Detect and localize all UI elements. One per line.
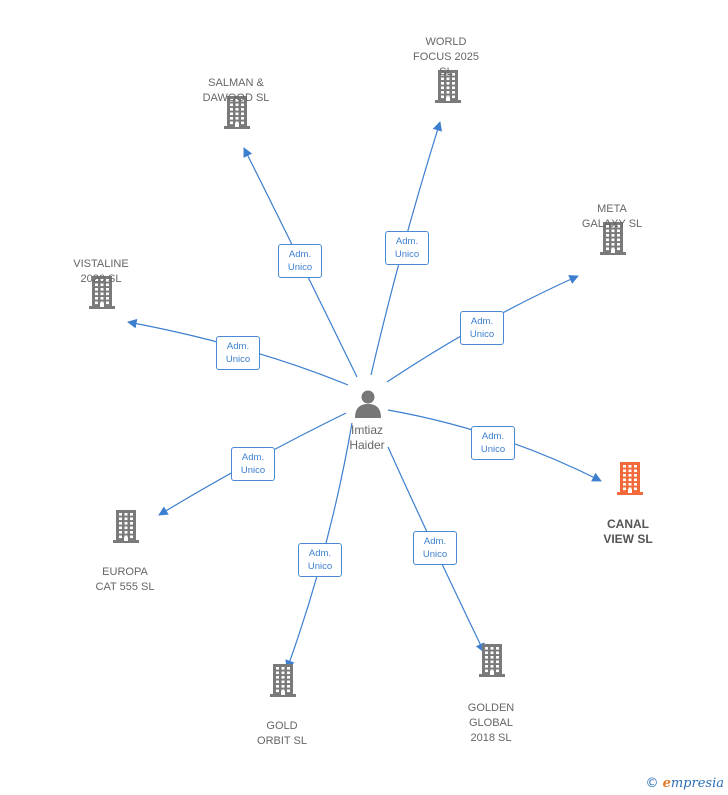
role-label-line1: Adm. xyxy=(288,249,312,260)
building-icon[interactable] xyxy=(222,95,252,129)
role-label-vistaline: Adm. Unico xyxy=(216,336,260,370)
company-name-world[interactable]: WORLD FOCUS 2025 SL xyxy=(412,36,480,78)
role-label-line1: Adm. xyxy=(481,431,505,442)
brand-e-logo: e xyxy=(662,776,671,791)
role-label-world: Adm. Unico xyxy=(385,231,429,265)
copyright-symbol: © xyxy=(645,776,659,791)
role-label-line1: Adm. xyxy=(395,236,419,247)
company-name-salman[interactable]: SALMAN & DAWOOD SL xyxy=(202,77,270,104)
role-label-line1: Adm. xyxy=(423,536,447,547)
building-icon[interactable] xyxy=(87,275,117,309)
role-label-line1: Adm. xyxy=(226,341,250,352)
role-label-line1: Adm. xyxy=(308,548,332,559)
role-label-line2: Unico xyxy=(469,329,495,340)
building-icon[interactable] xyxy=(433,69,463,103)
company-name-europa[interactable]: EUROPA CAT 555 SL xyxy=(95,566,155,593)
role-label-europa: Adm. Unico xyxy=(231,447,275,481)
person-icon[interactable] xyxy=(353,388,383,418)
role-label-gold: Adm. Unico xyxy=(298,543,342,577)
company-name-gold[interactable]: GOLD ORBIT SL xyxy=(257,720,307,747)
role-label-line2: Unico xyxy=(394,249,420,260)
role-label-line2: Unico xyxy=(225,354,251,365)
building-icon[interactable] xyxy=(111,509,141,543)
role-label-line2: Unico xyxy=(307,561,333,572)
building-icon[interactable] xyxy=(268,663,298,697)
company-name-meta[interactable]: META GALAXY SL xyxy=(581,203,643,230)
building-icon[interactable] xyxy=(477,643,507,677)
brand-name: mpresia xyxy=(670,776,724,791)
center-person-name[interactable]: Imtiaz Haider xyxy=(349,423,385,452)
company-name-golden[interactable]: GOLDEN GLOBAL 2018 SL xyxy=(467,702,515,744)
role-label-canal: Adm. Unico xyxy=(471,426,515,460)
role-label-line2: Unico xyxy=(422,549,448,560)
company-name-vistaline[interactable]: VISTALINE 2020 SL xyxy=(73,258,129,285)
company-name-canal[interactable]: CANAL VIEW SL xyxy=(603,517,653,546)
building-icon[interactable] xyxy=(615,461,645,495)
role-label-line2: Unico xyxy=(240,465,266,476)
role-label-golden: Adm. Unico xyxy=(413,531,457,565)
role-label-line2: Unico xyxy=(480,444,506,455)
building-icon[interactable] xyxy=(598,221,628,255)
role-label-line2: Unico xyxy=(287,262,313,273)
role-label-line1: Adm. xyxy=(241,452,265,463)
empresia-watermark: © empresia xyxy=(645,776,724,791)
role-label-meta: Adm. Unico xyxy=(460,311,504,345)
role-label-salman: Adm. Unico xyxy=(278,244,322,278)
role-label-line1: Adm. xyxy=(470,316,494,327)
